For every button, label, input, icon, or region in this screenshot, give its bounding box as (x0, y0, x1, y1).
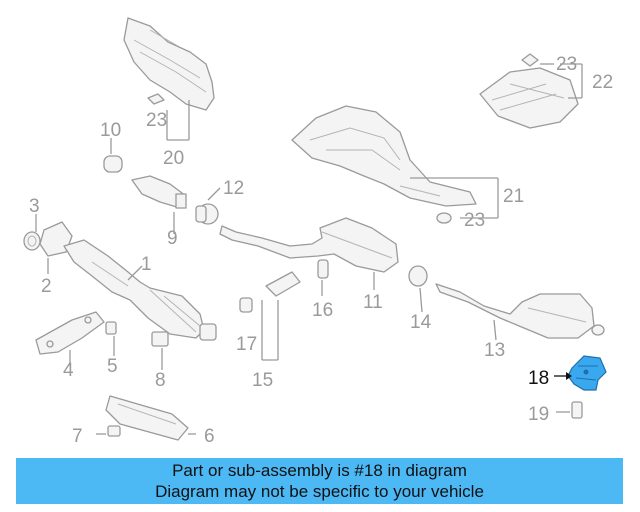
washer-part-23-top (147, 93, 165, 105)
intermediate-pipe (219, 217, 399, 273)
flex-pipe-part-9 (131, 175, 187, 209)
clamp-part-12 (195, 203, 219, 225)
clamp-part-14 (408, 265, 428, 287)
rear-muffler (435, 283, 605, 339)
callout-22: 22 (592, 72, 613, 93)
hanger-part-17 (239, 297, 253, 313)
callout-15: 15 (252, 370, 273, 391)
callout-2: 2 (41, 276, 52, 297)
callout-9: 9 (167, 228, 178, 249)
callout-21: 21 (503, 186, 524, 207)
leader-lines (35, 63, 583, 435)
callout-17: 17 (236, 334, 257, 355)
callout-14: 14 (410, 312, 432, 333)
washer-part-23-middle (436, 212, 452, 224)
callout-3: 3 (29, 196, 40, 217)
bolt-part-19 (571, 401, 583, 419)
banner-line-1: Part or sub-assembly is #18 in diagram (172, 461, 467, 480)
bracket-part-4 (35, 311, 105, 355)
callout-6: 6 (204, 426, 215, 447)
front-pipe-catalytic-converter (63, 239, 217, 341)
callout-8: 8 (155, 370, 166, 391)
callout-5: 5 (107, 356, 118, 377)
bracket-part-8 (151, 331, 169, 347)
callout-13: 13 (484, 340, 505, 361)
callout-labels: 1 2 3 4 5 6 7 8 9 10 11 12 13 14 15 16 1… (29, 54, 613, 447)
callout-11: 11 (363, 292, 383, 313)
callout-18: 18 (528, 368, 549, 389)
heat-shield-front (123, 17, 215, 111)
callout-7: 7 (72, 426, 83, 447)
callout-19: 19 (528, 404, 549, 425)
exhaust-parts-diagram: 1 2 3 4 5 6 7 8 9 10 11 12 13 14 15 16 1… (23, 17, 613, 447)
nut-part-6-shield (105, 395, 189, 441)
hanger-bracket-part-18 (567, 355, 607, 391)
gasket-part-3 (23, 231, 41, 251)
callout-1: 1 (141, 254, 152, 275)
callout-16: 16 (312, 300, 333, 321)
gasket-part-2 (39, 221, 73, 257)
bolt-part-5 (105, 321, 117, 335)
bracket-part-15 (265, 271, 301, 297)
callout-23-middle: 23 (464, 210, 485, 231)
callout-20: 20 (163, 148, 184, 169)
hanger-part-16 (317, 259, 329, 279)
callout-23-right: 23 (556, 54, 577, 75)
banner-line-2: Diagram may not be specific to your vehi… (155, 482, 484, 501)
callout-12: 12 (223, 178, 244, 199)
washer-part-23-right (521, 53, 539, 67)
heat-shield-rear (479, 67, 579, 129)
callout-4: 4 (63, 360, 74, 381)
info-banner: Part or sub-assembly is #18 in diagram D… (16, 458, 623, 504)
callout-10: 10 (100, 120, 121, 141)
clamp-part-10 (103, 155, 123, 173)
bolt-part-7 (107, 425, 121, 437)
callout-23-top: 23 (146, 110, 167, 131)
tunnel-heat-shield (291, 105, 477, 207)
